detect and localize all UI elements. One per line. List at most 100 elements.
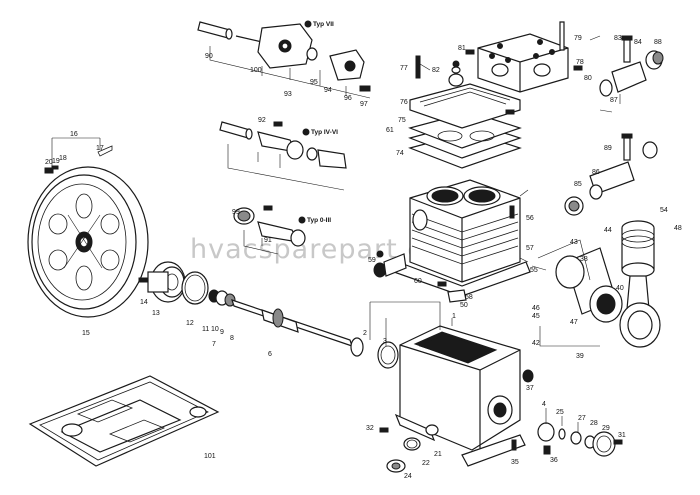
callout-9: 9 (220, 329, 224, 336)
callout-14: 14 (140, 299, 148, 306)
callout-54: 54 (660, 207, 668, 214)
valve-assembly-typ-0-iii (233, 205, 306, 255)
callout-88: 88 (654, 39, 662, 46)
valve-assembly-typ-vii (197, 21, 371, 99)
callout-20: 20 (45, 159, 53, 166)
callout-58: 58 (465, 294, 473, 301)
callout-19: 19 (52, 158, 60, 165)
callout-93: 93 (284, 91, 292, 98)
callout-46: 46 (532, 305, 540, 312)
service-valve-top (599, 35, 664, 104)
callout-89: 89 (604, 145, 612, 152)
type-label-vii: Typ VII (313, 21, 334, 28)
crankcase (394, 325, 526, 467)
callout-7: 7 (212, 341, 216, 348)
type-label-vii-group: Typ VII (304, 20, 334, 28)
flywheel (27, 166, 149, 318)
marker-fitting (376, 250, 384, 258)
valve-assembly-typ-iv-vi (219, 121, 347, 191)
flywheel-bolts (44, 137, 113, 174)
callout-25: 25 (556, 409, 564, 416)
callout-56: 56 (526, 215, 534, 222)
callout-75: 75 (398, 117, 406, 124)
valve-plate-stack (408, 83, 522, 169)
leader-lines (369, 35, 613, 432)
callout-92: 92 (258, 117, 266, 124)
small-parts (373, 49, 623, 473)
callout-59: 59 (368, 257, 376, 264)
callout-43: 43 (570, 239, 578, 246)
callout-4: 4 (542, 401, 546, 408)
callout-labels: 1 2 3 4 6 7 8 9 10 11 12 13 14 15 16 17 … (45, 35, 682, 480)
callout-50: 50 (460, 302, 468, 309)
callout-17: 17 (96, 145, 104, 152)
marker-head (452, 60, 460, 68)
gasket-set (28, 375, 220, 467)
callout-96: 96 (344, 95, 352, 102)
callout-80: 80 (584, 75, 592, 82)
callout-27: 27 (578, 415, 586, 422)
callout-31: 31 (618, 432, 626, 439)
callout-18: 18 (59, 155, 67, 162)
type-label-0-iii-group: Typ 0-III (298, 216, 331, 224)
callout-85: 85 (574, 181, 582, 188)
callout-28: 28 (590, 420, 598, 427)
callout-55: 55 (530, 267, 538, 274)
callout-79: 79 (574, 35, 582, 42)
callout-12: 12 (186, 320, 194, 327)
piston-connecting-rod (537, 220, 661, 348)
callout-44: 44 (604, 227, 612, 234)
callout-87: 87 (610, 97, 618, 104)
callout-47: 47 (570, 319, 578, 326)
type-label-iv-vi: Typ IV-VI (311, 129, 338, 136)
callout-101: 101 (204, 453, 216, 460)
callout-3: 3 (383, 338, 387, 345)
callout-24: 24 (404, 473, 412, 480)
callout-74: 74 (396, 150, 404, 157)
type-label-iv-vi-group: Typ IV-VI (302, 128, 338, 136)
callout-36: 36 (550, 457, 558, 464)
callout-45: 45 (532, 313, 540, 320)
hub-assembly (138, 261, 236, 307)
callout-48: 48 (674, 225, 682, 232)
callout-10: 10 (211, 326, 219, 333)
callout-13: 13 (152, 310, 160, 317)
callout-32: 32 (366, 425, 374, 432)
callout-90: 90 (205, 53, 213, 60)
callout-77: 77 (400, 65, 408, 72)
callout-86: 86 (592, 169, 600, 176)
callout-35: 35 (511, 459, 519, 466)
callout-40: 40 (616, 285, 624, 292)
callout-97: 97 (360, 101, 368, 108)
callout-78: 78 (576, 59, 584, 66)
callout-15: 15 (82, 330, 90, 337)
callout-81: 81 (458, 45, 466, 52)
callout-95: 95 (310, 79, 318, 86)
callout-8: 8 (230, 335, 234, 342)
callout-38: 38 (580, 256, 588, 263)
cylinder-block (393, 179, 531, 297)
callout-29: 29 (602, 425, 610, 432)
callout-76: 76 (400, 99, 408, 106)
callout-2: 2 (363, 330, 367, 337)
callout-82: 82 (432, 67, 440, 74)
callout-83: 83 (614, 35, 622, 42)
callout-57: 57 (526, 245, 534, 252)
callout-37: 37 (526, 385, 534, 392)
callout-11: 11 (202, 326, 209, 333)
callout-94: 94 (324, 87, 332, 94)
crankshaft (231, 299, 399, 369)
callout-84: 84 (634, 39, 642, 46)
callout-6: 6 (268, 351, 272, 358)
callout-1: 1 (452, 313, 456, 320)
type-label-0-iii: Typ 0-III (307, 217, 331, 224)
callout-39: 39 (576, 353, 584, 360)
cylinder-head (477, 21, 569, 93)
callout-42: 42 (532, 340, 540, 347)
callout-60: 60 (414, 278, 422, 285)
callout-61: 61 (386, 127, 394, 134)
callout-21: 21 (434, 451, 442, 458)
service-valve-middle (564, 133, 658, 216)
callout-99: 99 (232, 209, 240, 216)
